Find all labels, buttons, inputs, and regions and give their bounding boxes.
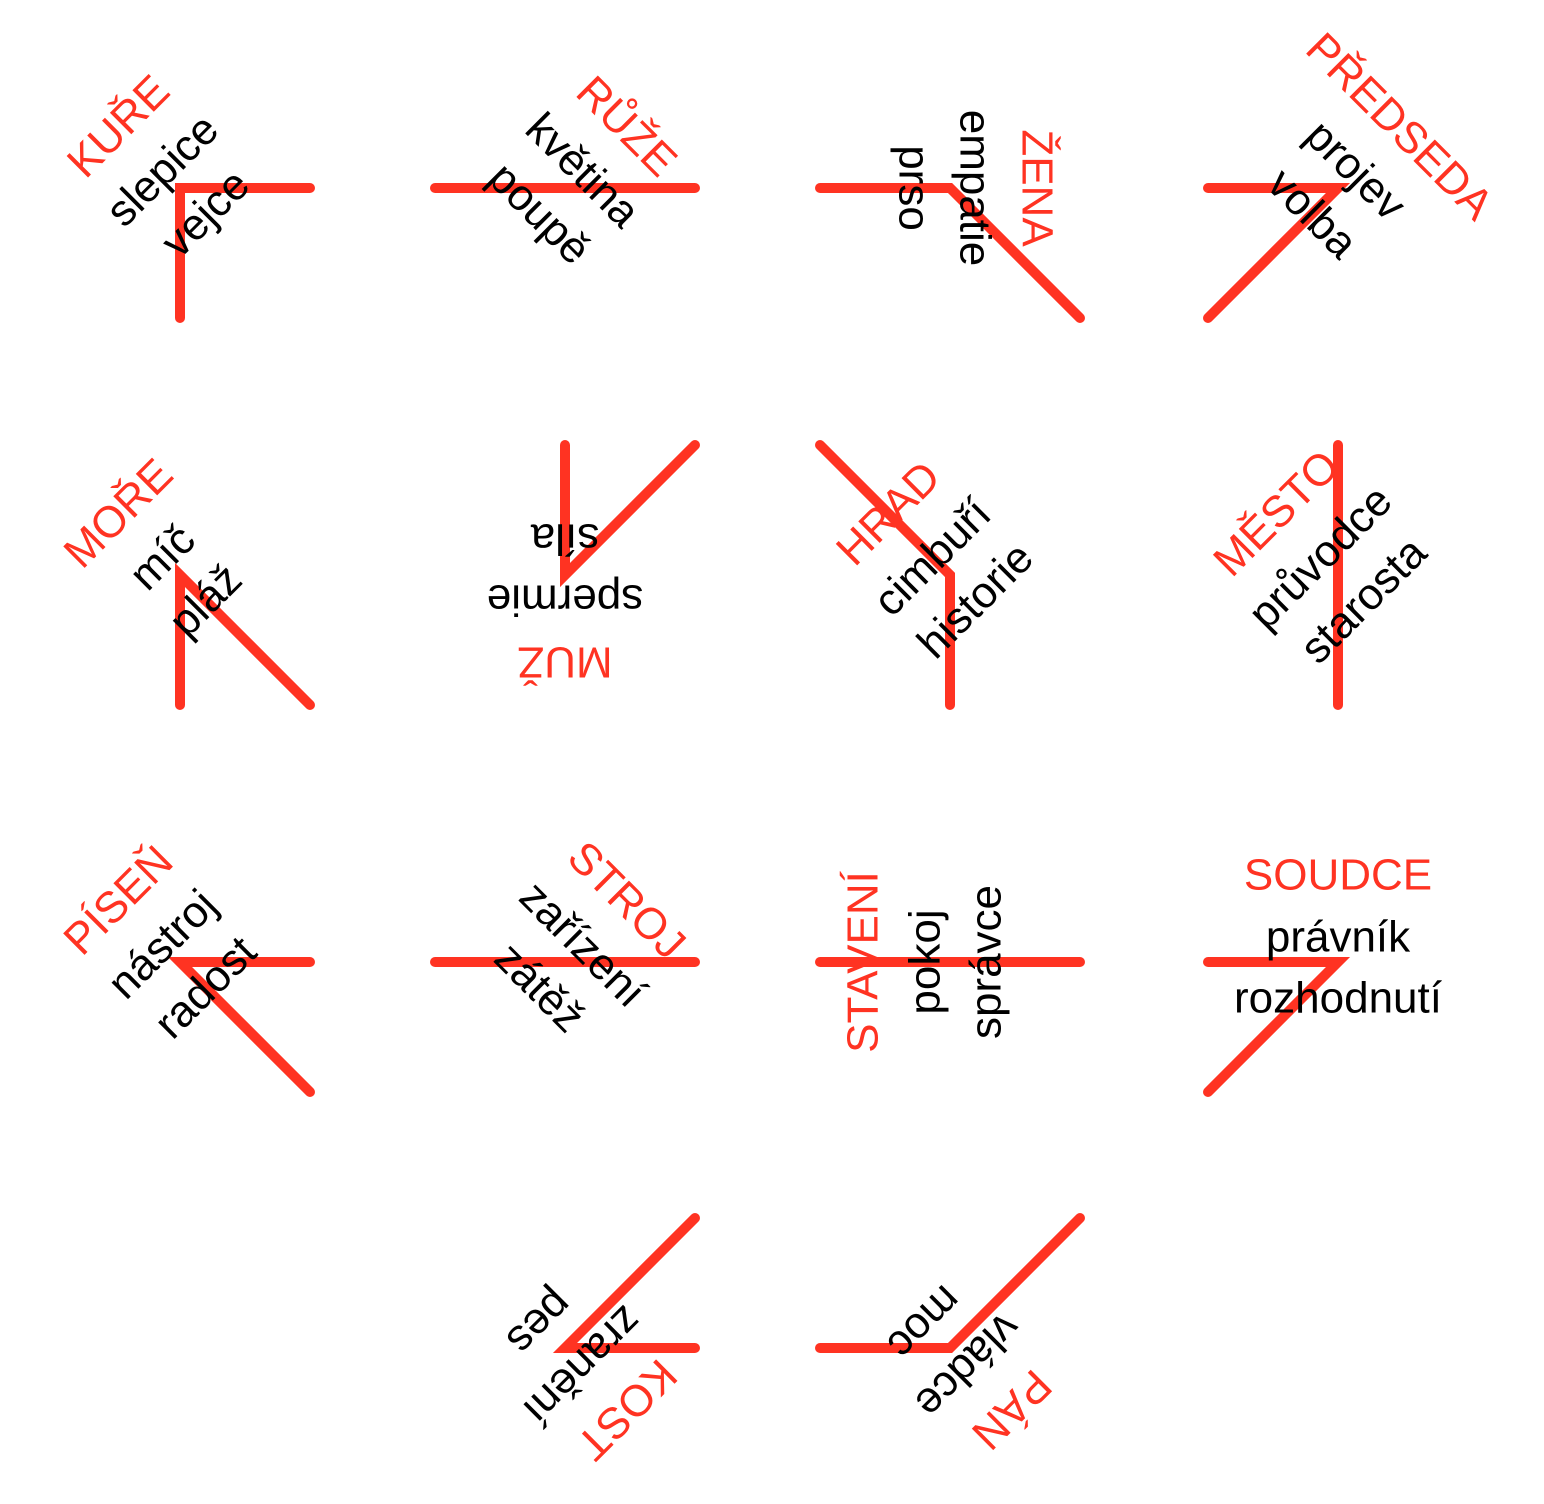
cell-word: prso xyxy=(890,145,939,231)
glyph-stroke xyxy=(815,183,1085,323)
cell-word: síla xyxy=(530,515,599,564)
glyph-stroke xyxy=(815,1213,1085,1353)
cell-title: MUŽ xyxy=(517,638,612,687)
cell-title: STAVENÍ xyxy=(839,870,888,1053)
glyph-stroke xyxy=(1203,957,1351,1097)
glyph-stroke xyxy=(552,1213,700,1353)
glyph-cell-5: MUŽ spermie síla xyxy=(487,440,700,687)
cell-word: empatie xyxy=(951,110,1000,267)
glyph-stroke xyxy=(560,440,700,588)
glyph-stroke xyxy=(167,957,315,1097)
glyph-stroke xyxy=(175,183,315,323)
cell-title: ŽENA xyxy=(1013,129,1062,247)
cell-word: pokoj xyxy=(901,909,950,1014)
cell-word: rozhodnutí xyxy=(1234,974,1443,1023)
glyph-stroke xyxy=(1203,183,1351,323)
cell-word: právník xyxy=(1266,913,1411,962)
cell-word: správce xyxy=(962,885,1011,1039)
glyph-cell-11: SOUDCE právník rozhodnutí xyxy=(1203,851,1443,1097)
glyph-stroke xyxy=(175,562,315,710)
cell-title: SOUDCE xyxy=(1244,851,1432,900)
cell-word: spermie xyxy=(487,576,644,625)
glyph-stroke xyxy=(815,440,955,710)
